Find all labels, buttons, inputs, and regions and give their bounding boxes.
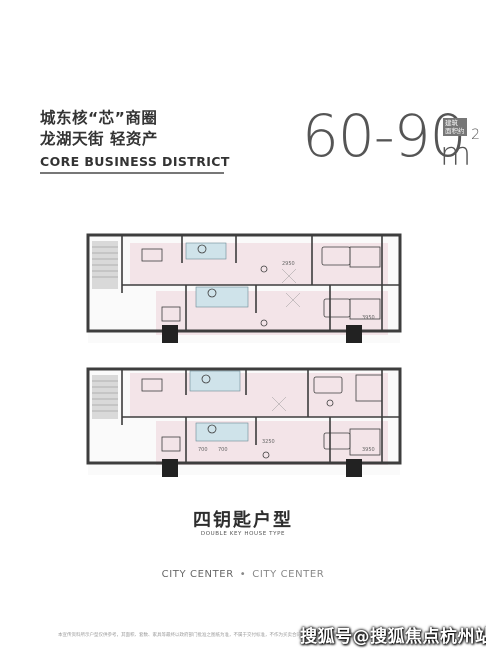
area-unit-sup: 2 xyxy=(471,127,481,143)
plan-lower-dim-1: 700 xyxy=(198,447,208,453)
headline-block: 城东核“芯”商圈 龙湖天街 轻资产 CORE BUSINESS DISTRICT xyxy=(40,108,230,174)
plan-upper-column-left xyxy=(162,325,178,343)
plan-upper-bath-b xyxy=(195,286,249,308)
area-tag-line-2: 面积约 xyxy=(445,127,465,135)
house-type-title: 四钥匙户型 xyxy=(193,510,293,531)
plan-lower-stair xyxy=(92,375,118,419)
plan-lower-column-right xyxy=(346,459,362,477)
plan-lower-furniture xyxy=(141,374,383,459)
brand-right: CITY CENTER xyxy=(252,569,325,580)
plan-lower-partitions xyxy=(121,369,400,463)
plan-upper-partitions xyxy=(121,235,400,331)
plan-upper-door-swings xyxy=(281,268,301,308)
plan-lower-column-left xyxy=(162,459,178,477)
plan-lower-unit-b-floor xyxy=(156,421,388,465)
plan-lower-dim-2: 700 xyxy=(218,447,228,453)
floor-plan-upper: 2950 3950 xyxy=(86,233,402,343)
plan-lower-dim-4: 3950 xyxy=(362,447,375,453)
area-tag: 建筑 面积约 xyxy=(443,118,467,136)
watermark: 搜狐号@搜狐焦点杭州站 xyxy=(300,627,486,647)
plan-upper-unit-a-floor xyxy=(130,243,388,285)
plan-upper-dim-2: 3950 xyxy=(362,315,375,321)
disclaimer-text: 本宣传资料所示户型仅供参考，其面积、套数、家具等最终以政府部门批准之图纸为准，不… xyxy=(58,633,373,638)
floor-plan-lower: 700 700 3250 3950 xyxy=(86,367,402,477)
footer-brand: CITY CENTER • CITY CENTER xyxy=(0,569,486,580)
plan-lower-walls xyxy=(86,367,402,465)
plan-lower-stair-steps xyxy=(92,380,118,412)
brand-separator-dot: • xyxy=(239,569,247,580)
plan-lower-bath-a xyxy=(189,370,241,392)
headline-line-2: 龙湖天街 轻资产 xyxy=(40,130,158,148)
house-type-subtitle: DOUBLE KEY HOUSE TYPE xyxy=(200,531,286,537)
plan-upper-walls xyxy=(86,233,402,333)
headline-line-1: 城东核“芯”商圈 xyxy=(40,109,158,127)
plan-lower-door-swings xyxy=(271,396,287,412)
plan-lower-dim-3: 3250 xyxy=(262,439,275,445)
plan-upper-column-right xyxy=(346,325,362,343)
brand-left: CITY CENTER xyxy=(161,569,234,580)
headline-english: CORE BUSINESS DISTRICT xyxy=(40,154,230,169)
area-unit-m: m xyxy=(440,134,472,173)
headline-underline xyxy=(40,172,224,174)
plan-upper-bath-a xyxy=(185,242,227,260)
area-tag-line-1: 建筑 xyxy=(445,119,458,127)
plan-lower-bath-b xyxy=(195,422,249,442)
plan-upper-stair-steps xyxy=(92,246,118,278)
plan-lower-unit-a-floor xyxy=(130,373,388,417)
area-range: 60-90 xyxy=(302,102,467,170)
plan-upper-dim-1: 2950 xyxy=(282,261,295,267)
plan-upper-furniture xyxy=(141,244,381,327)
area-unit: m2 xyxy=(440,127,480,173)
